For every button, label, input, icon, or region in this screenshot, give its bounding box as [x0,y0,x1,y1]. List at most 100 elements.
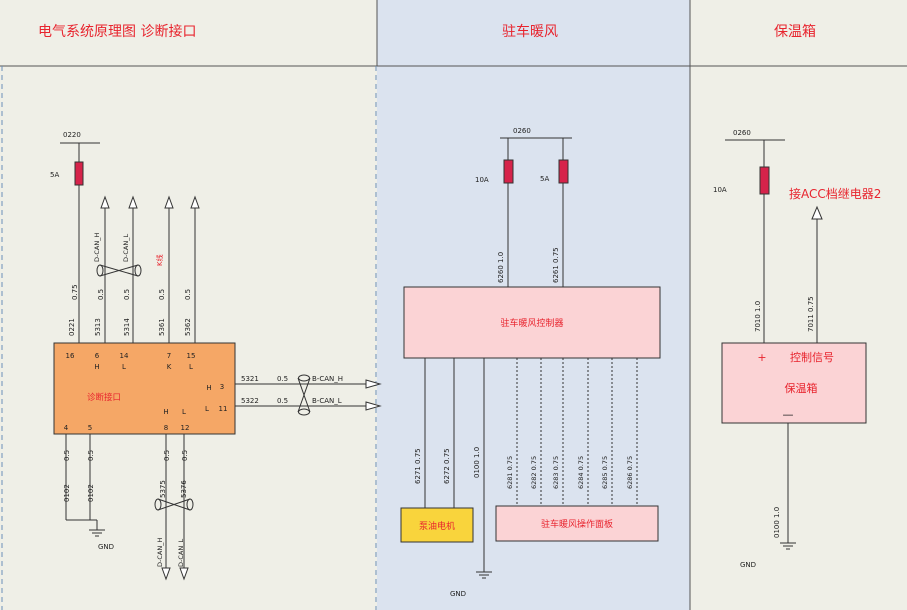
pin-3: 3 [220,383,224,391]
wire-size-0102-a: 0.5 [63,450,71,461]
bcan-h-label: B-CAN_H [312,375,343,383]
arrow-up-acc [811,205,823,220]
bcan-l-label: B-CAN_L [312,397,342,405]
pin-12-sig: L [182,408,186,416]
header-left-title: 电气系统原理图 诊断接口 [38,23,196,40]
wire-label-0100-middle: 0100 1.0 [473,447,481,478]
twist-end-bottom-right [186,498,194,511]
dcan-h-label-bottom: D-CAN_H [156,538,164,567]
arrow-down-5375 [161,567,171,581]
wire-size-5321: 0.5 [277,375,288,383]
wire-id-0221: 0221 [68,318,76,336]
wire-id-5313: 5313 [94,318,102,336]
warmer-plus: + [757,351,766,364]
wire-label-6271: 6271 0.75 [414,448,422,484]
wire-id-0102-a: 0102 [63,484,71,502]
wire-label-6283: 6283 0.75 [552,456,560,489]
right-supply-label: 0260 [733,129,751,137]
left-supply-label: 0220 [63,131,81,139]
header-right-title: 保温箱 [774,24,816,40]
pin-7-sig: K [167,363,172,371]
diagnostic-connector-box [53,342,236,435]
right-ground-label: GND [740,561,756,569]
dcan-h-label-top: D-CAN_H [93,233,101,262]
pin-12: 12 [181,424,190,432]
wire-label-6281: 6281 0.75 [506,456,514,489]
twist-end-bottom [298,408,310,416]
wire-label-6285: 6285 0.75 [601,456,609,489]
twist-end-top [298,374,310,382]
left-fuse-rating: 5A [50,171,59,179]
pin-7: 7 [167,352,171,360]
wire-label-6272: 6272 0.75 [443,448,451,484]
pin-5: 5 [88,424,92,432]
pin-8-sig: H [163,408,168,416]
wire-size-5313: 0.5 [97,289,105,300]
middle-ground-label: GND [450,590,466,598]
twisted-pair-top [99,264,139,277]
wire-size-5314: 0.5 [123,289,131,300]
fuel-pump-label: 泵油电机 [419,520,455,532]
wire-label-0100-right: 0100 1.0 [773,507,781,538]
middle-fuse-5a [558,159,569,184]
dcan-l-label-bottom: D-CAN_L [177,539,185,567]
arrow-right-5321 [365,379,382,389]
wire-id-5322: 5322 [241,397,259,405]
warmer-signal-label: 控制信号 [790,350,834,364]
right-fuse [759,166,770,195]
wire-label-6282: 6282 0.75 [530,456,538,489]
warmer-box [721,342,867,424]
wire-id-5375: 5375 [159,480,167,498]
twist-end-left [96,264,104,277]
heater-panel-label: 驻车暖风操作面板 [541,518,613,530]
acc-relay-label: 接ACC档继电器2 [789,186,881,201]
wire-id-5362: 5362 [184,318,192,336]
twist-end-right [134,264,142,277]
pin-11: 11 [219,405,228,413]
wire-id-5361: 5361 [158,318,166,336]
wire-label-6260: 6260 1.0 [497,252,505,283]
heater-controller-label: 驻车暖风控制器 [500,317,563,329]
pin-3-sig: H [206,384,211,392]
wire-label-6284: 6284 0.75 [577,456,585,489]
pin-6-sig: H [94,363,99,371]
wire-label-6261: 6261 0.75 [552,247,560,283]
twist-end-bottom-left [154,498,162,511]
pin-15: 15 [187,352,196,360]
left-ground-label: GND [98,543,114,551]
k-line-label: K线 [155,254,164,266]
pin-15-sig: L [189,363,193,371]
wire-id-5314: 5314 [123,318,131,336]
wire-label-7010: 7010 1.0 [754,301,762,332]
middle-fuse-10a [503,159,514,184]
pin-4: 4 [64,424,69,432]
arrow-right-5322 [365,401,382,411]
dcan-l-label-top: D-CAN_L [122,234,130,262]
wire-id-5321: 5321 [241,375,259,383]
left-supply-wire-size: 0.75 [71,284,79,300]
wire-label-6286: 6286 0.75 [626,456,634,489]
wire-size-5376: 0.5 [181,450,189,461]
arrow-up-5362 [190,195,200,209]
pin-14: 14 [120,352,129,360]
wire-id-5376: 5376 [180,480,188,498]
warmer-label: 保温箱 [785,381,818,395]
pin-14-sig: L [122,363,126,371]
fuel-pump-box [400,507,474,543]
wire-size-5375: 0.5 [163,450,171,461]
wire-size-5362: 0.5 [184,289,192,300]
middle-fuse-5a-rating: 5A [540,175,549,183]
twisted-pair-bottom [157,498,191,511]
wire-id-0102-b: 0102 [87,484,95,502]
wire-label-7011: 7011 0.75 [807,296,815,332]
heater-panel-box [495,505,659,542]
pin-11-sig: L [205,405,209,413]
pin-16: 16 [66,352,75,360]
arrow-up-5314 [128,195,138,209]
twisted-pair-right [297,377,311,413]
arrow-up-5313 [100,195,110,209]
arrow-down-5376 [179,567,189,581]
middle-fuse-10a-rating: 10A [475,176,489,184]
